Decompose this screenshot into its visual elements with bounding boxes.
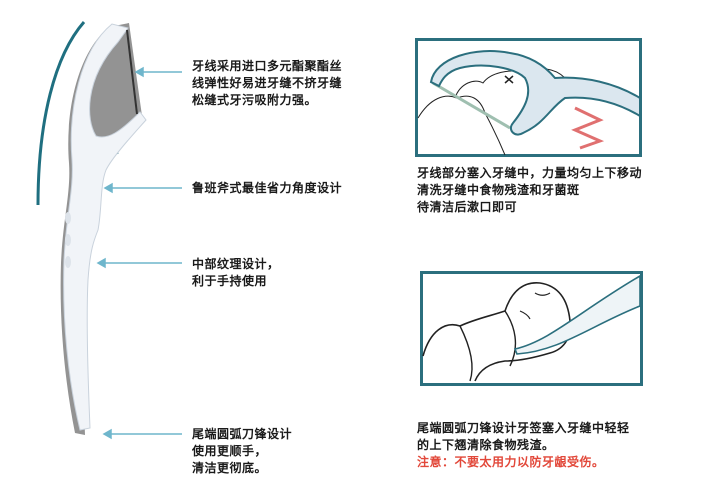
- panel2-description: 尾端圆弧刀锋设计牙签塞入牙缝中轻轻 的上下翘清除食物残渣。 注意：不要太用力以防…: [417, 420, 630, 471]
- callout-line: 中部纹理设计，: [192, 257, 280, 271]
- callout-line: 清洁更彻底。: [192, 461, 268, 475]
- callout-arrows: [96, 66, 182, 440]
- callout-grip-texture: 中部纹理设计， 利于手持使用: [192, 256, 280, 290]
- description-line: 的上下翘清除食物残渣。: [417, 438, 555, 452]
- toothpick-usage-illustration: [420, 271, 643, 386]
- callout-line: 鲁班斧式最佳省力角度设计: [192, 181, 343, 195]
- callout-line: 线弹性好易进牙缝不挤牙缝: [192, 76, 343, 90]
- warning-text: 注意：不要太用力以防牙龈受伤。: [417, 455, 605, 469]
- callout-tail-design: 尾端圆弧刀锋设计 使用更顺手， 清洁更彻底。: [192, 426, 292, 477]
- callout-floss-material: 牙线采用进口多元酯聚酯丝 线弹性好易进牙缝不挤牙缝 松缝式牙污吸附力强。: [192, 58, 342, 109]
- callout-line: 尾端圆弧刀锋设计: [192, 427, 293, 441]
- callout-line: 使用更顺手，: [192, 444, 268, 458]
- toothpick-tip: [513, 274, 641, 355]
- panel1-description: 牙线部分塞入牙缝中，力量均匀上下移动 清洗牙缝中食物残渣和牙菌斑 待清洁后漱口即…: [417, 165, 642, 216]
- callout-line: 利于手持使用: [192, 274, 268, 288]
- callout-line: 松缝式牙污吸附力强。: [192, 93, 318, 107]
- curve-accent-line: [36, 21, 86, 206]
- motion-zigzag-icon: [571, 106, 605, 150]
- callout-angle-design: 鲁班斧式最佳省力角度设计: [192, 180, 342, 197]
- description-line: 待清洁后漱口即可: [417, 200, 518, 214]
- flosser-illustration: [36, 21, 182, 440]
- callout-line: 牙线采用进口多元酯聚酯丝: [192, 59, 343, 73]
- description-line: 牙线部分塞入牙缝中，力量均匀上下移动: [417, 166, 643, 180]
- description-line: 清洗牙缝中食物残渣和牙菌斑: [417, 183, 580, 197]
- floss-usage-illustration: [415, 38, 642, 157]
- description-line: 尾端圆弧刀锋设计牙签塞入牙缝中轻轻: [417, 421, 630, 435]
- floss-string: [126, 29, 138, 115]
